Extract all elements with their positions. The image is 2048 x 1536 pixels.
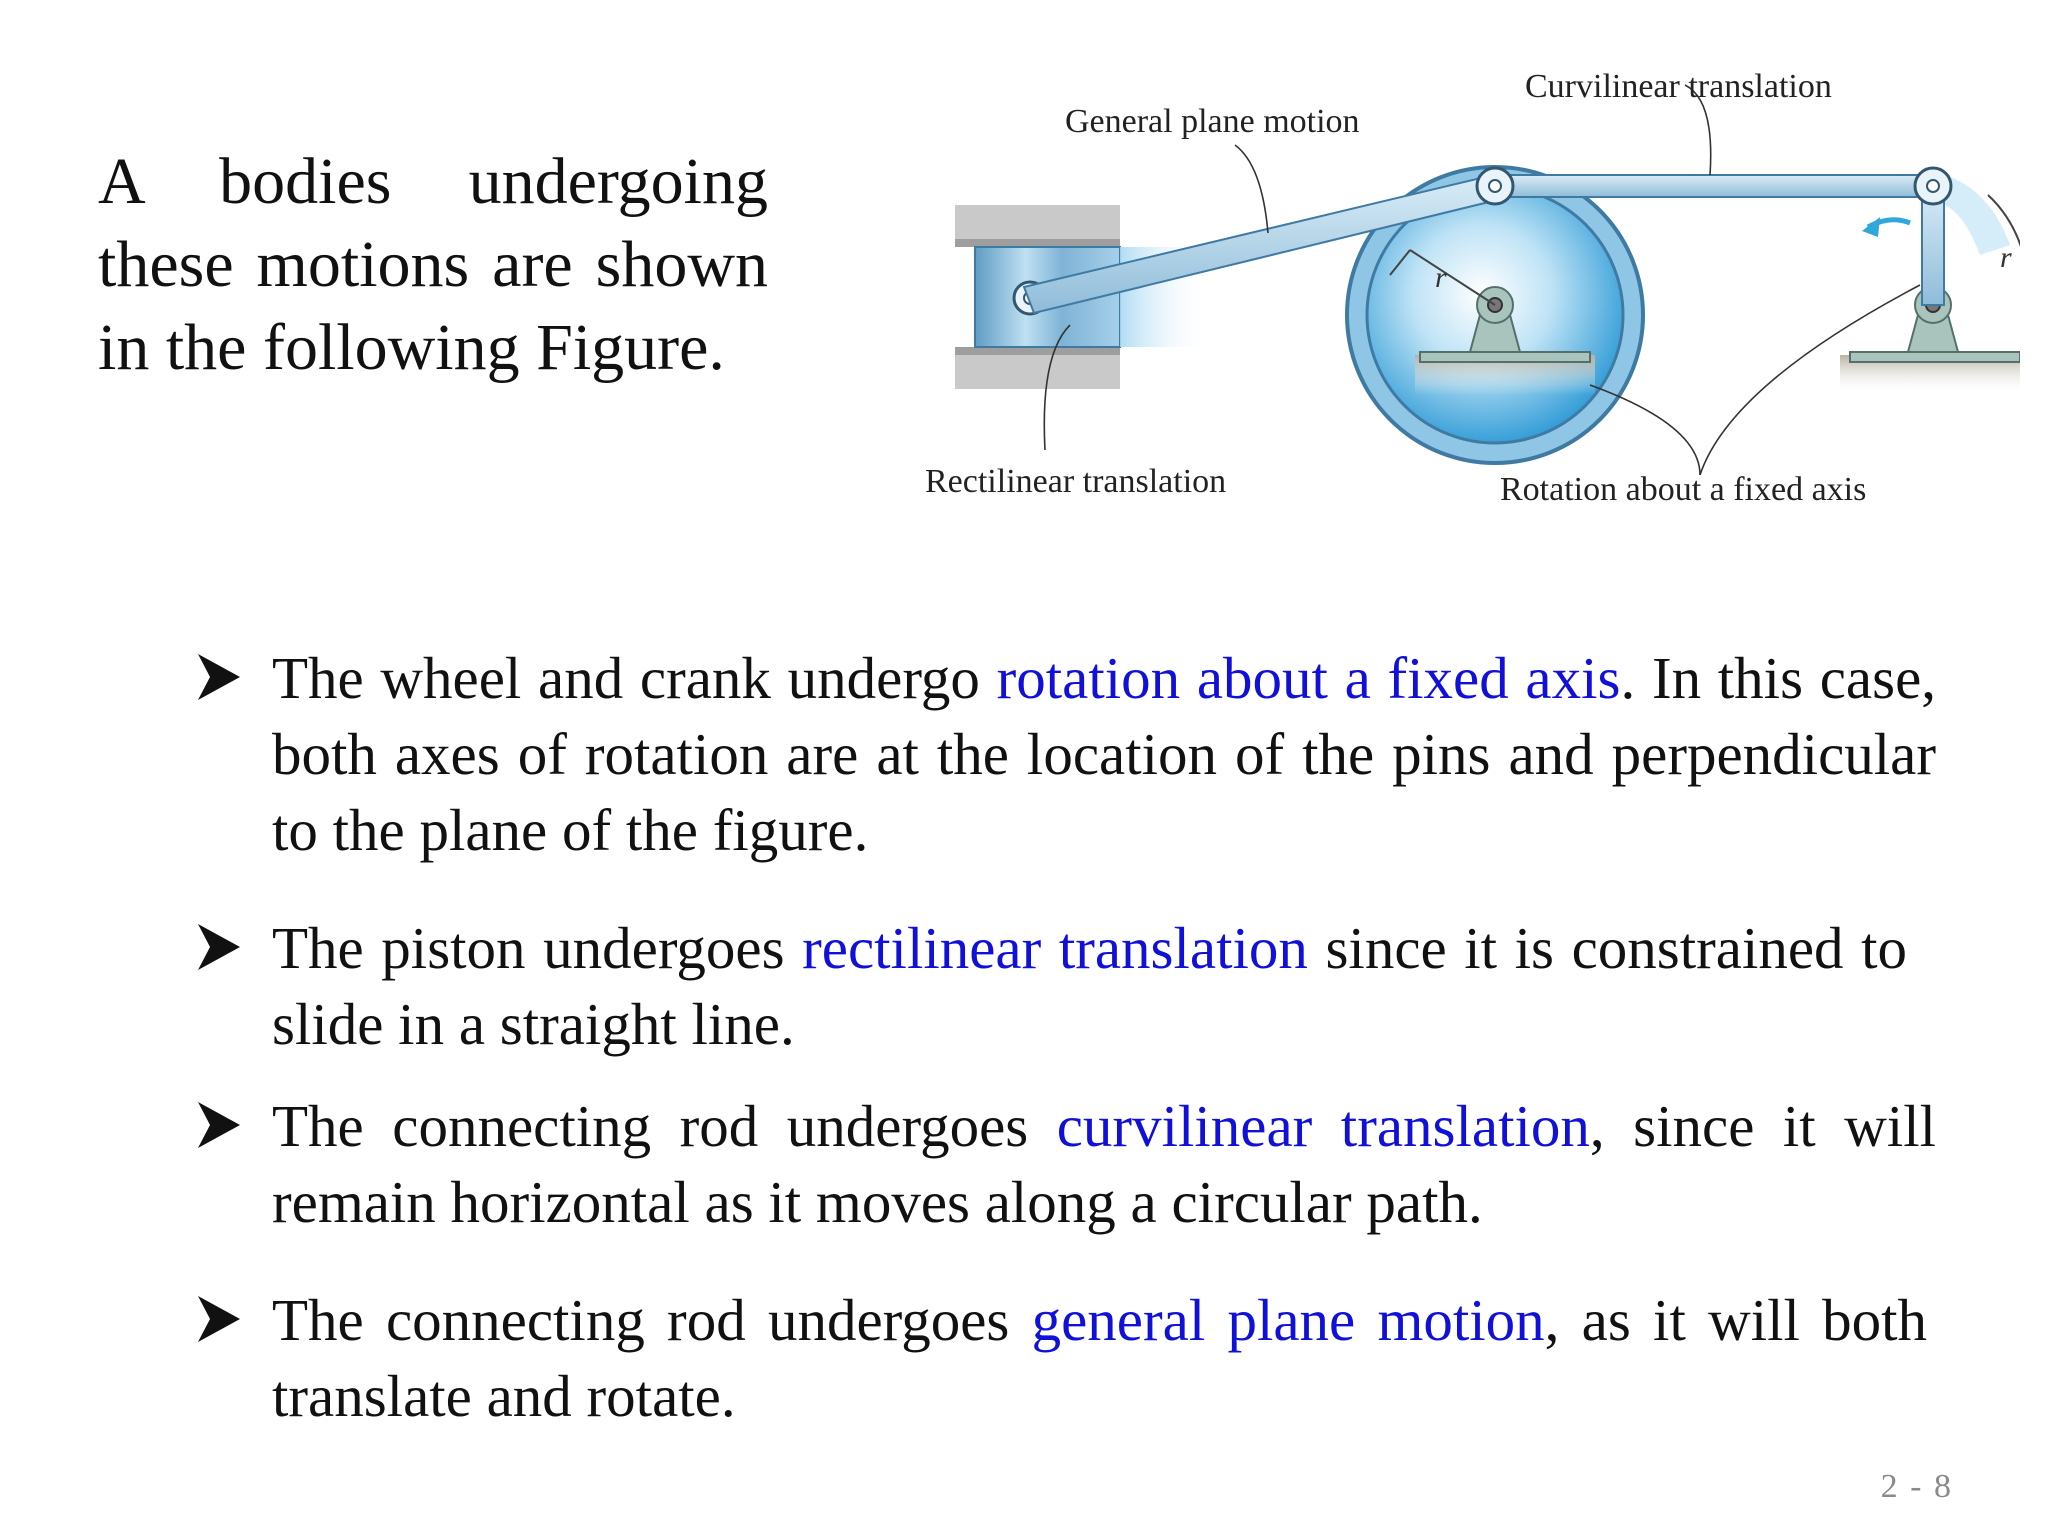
bullet-highlight: rotation about a fixed axis — [996, 645, 1621, 711]
crank-support — [1840, 175, 2020, 395]
mechanism-diagram: General plane motion Curvilinear transla… — [925, 68, 2020, 508]
bullet-text: . In this case, both axes of rotation ar… — [272, 645, 1937, 863]
leader-lines — [1043, 84, 1921, 476]
bullet-text: , as it will both translate and rotate. — [272, 1287, 1928, 1429]
bullet-highlight: rectilinear translation — [802, 915, 1308, 981]
arrowhead-bullet-icon — [198, 654, 240, 700]
label-curvilinear-translation: Curvilinear translation — [1525, 68, 1832, 105]
arrowhead-bullet-icon — [198, 924, 240, 970]
bullet-text: The connecting rod undergoes — [272, 1287, 1032, 1353]
bullet-list: The wheel and crank undergo rotation abo… — [196, 640, 1936, 1434]
bullet-text: The piston undergoes — [272, 915, 803, 981]
bullet-item: The connecting rod undergoes general pla… — [196, 1282, 1927, 1434]
bullet-highlight: general plane motion — [1031, 1287, 1545, 1353]
bullet-text: The connecting rod undergoes — [272, 1093, 1057, 1159]
wheel — [1345, 165, 1645, 465]
connecting-rods — [1022, 166, 1953, 315]
intro-paragraph: A bodies undergoing these motions are sh… — [98, 145, 768, 384]
motion-figure: General plane motion Curvilinear transla… — [900, 55, 2020, 545]
label-rotation-fixed-axis: Rotation about a fixed axis — [1500, 471, 1866, 508]
bullet-highlight: curvilinear translation — [1056, 1093, 1590, 1159]
label-radius-wheel: r — [1435, 261, 1447, 294]
bullet-text: , since it will remain horizontal as it … — [272, 1093, 1937, 1235]
arrowhead-bullet-icon — [198, 1296, 240, 1342]
bullet-text: The wheel and crank undergo — [272, 645, 997, 711]
label-radius-crank: r — [2000, 241, 2012, 274]
label-general-plane-motion: General plane motion — [1065, 103, 1360, 140]
piston-housing — [955, 205, 1120, 389]
bullet-item: The piston undergoes rectilinear transla… — [196, 910, 1907, 1062]
label-rectilinear-translation: Rectilinear translation — [925, 463, 1226, 500]
bullet-item: The wheel and crank undergo rotation abo… — [196, 640, 1936, 868]
bullet-item: The connecting rod undergoes curvilinear… — [196, 1088, 1936, 1240]
bullet-text: since it is constrained to slide in a st… — [272, 915, 1907, 1057]
page-number: 2 - 8 — [1880, 1468, 1953, 1505]
arrowhead-bullet-icon — [198, 1102, 240, 1148]
